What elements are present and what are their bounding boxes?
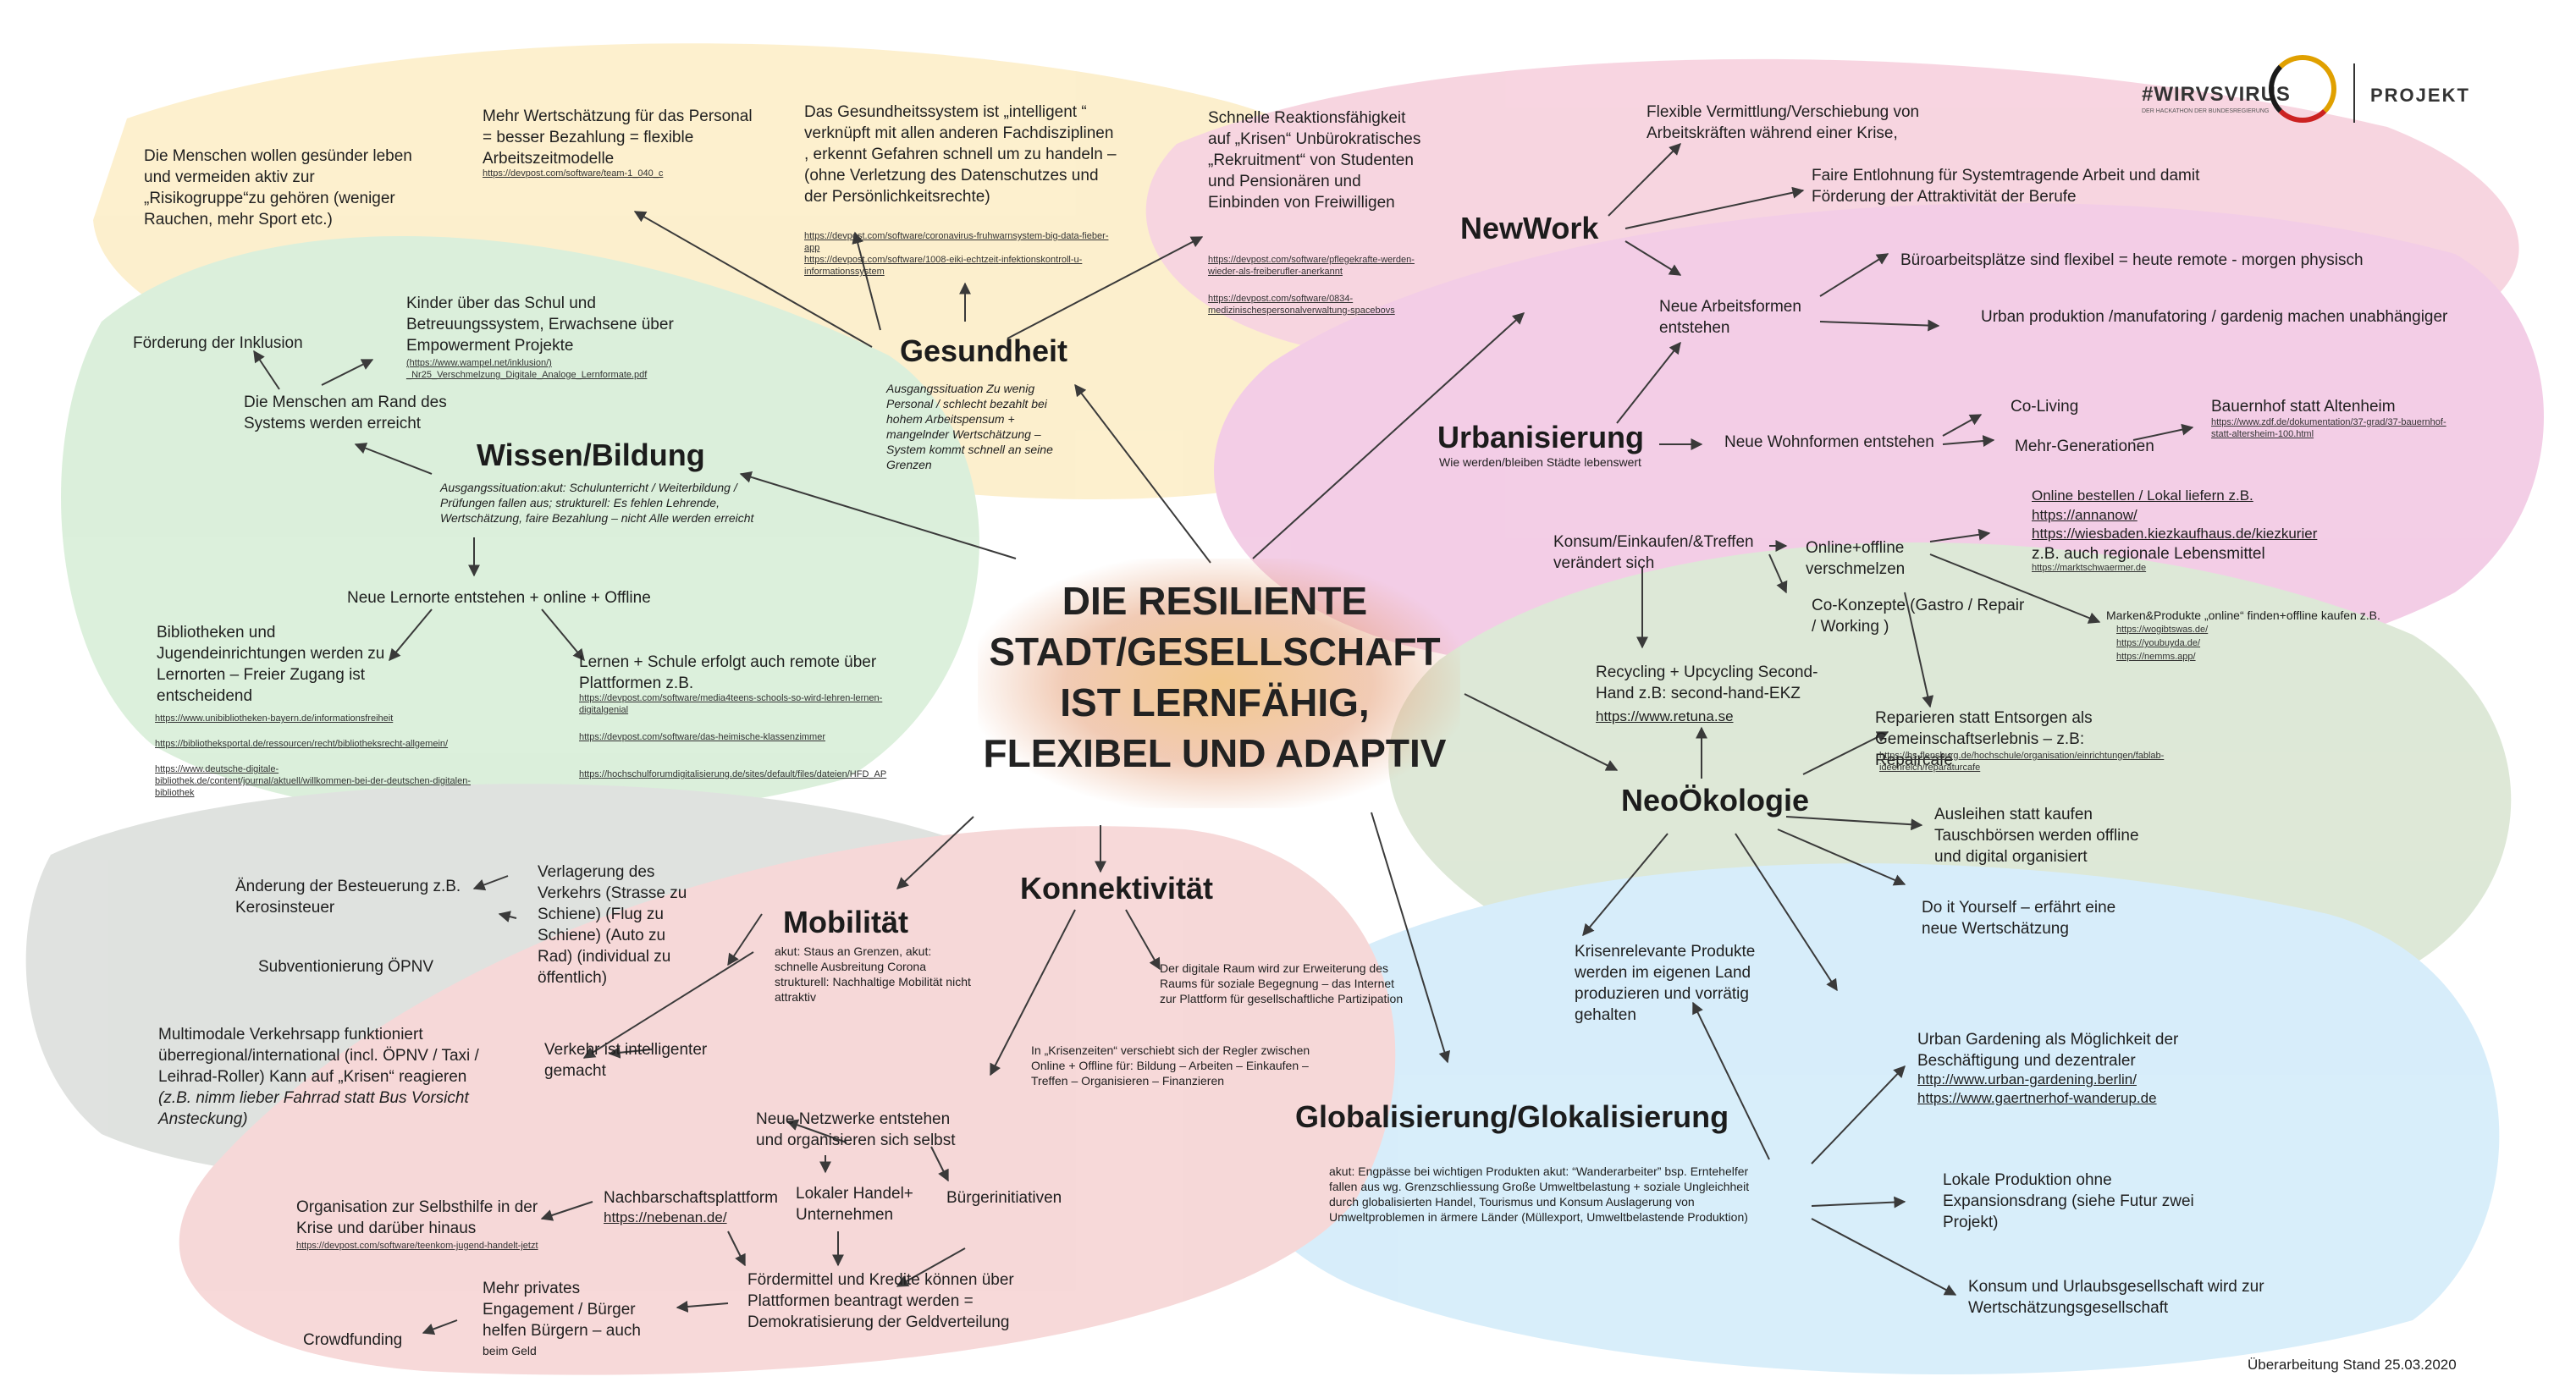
konnekt-digital: Der digitale Raum wird zur Erweiterung d… [1160,961,1414,1006]
hub-oeko: NeoÖkologie [1621,784,1809,818]
title-line-3: IST LERNFÄHIG, [952,677,1477,728]
urban-mehrgen: Mehr-Generationen [2015,436,2154,457]
logo-ring-icon [2269,55,2336,123]
konnekt-netzwerke: Neue Netzwerke entstehen und organisiere… [756,1109,976,1151]
bildung-remote-link-1[interactable]: https://devpost.com/software/media4teens… [579,692,901,716]
global-garden: Urban Gardening als Möglichkeit der Besc… [1917,1029,2188,1071]
oeko-diy: Do it Yourself – erfährt eine neue Werts… [1922,897,2150,939]
global-garden-link-2[interactable]: https://www.gaertnerhof-wanderup.de [1917,1089,2157,1108]
bildung-kinder: Kinder über das Schul und Betreuungssyst… [406,293,694,356]
title-line-4: FLEXIBEL UND ADAPTIV [952,728,1477,779]
newwork-buero: Büroarbeitsplätze sind flexibel = heute … [1900,250,2364,271]
konnekt-krisenzeiten: In „Krisenzeiten“ verschiebt sich der Re… [1031,1043,1319,1088]
gesundheit-reaktion: Schnelle Reaktionsfähigkeit auf „Krisen“… [1208,107,1428,213]
logo-project: PROJEKT [2370,85,2470,107]
hub-gesundheit: Gesundheit [900,334,1067,368]
mobil-steuer: Änderung der Besteuerung z.B. Kerosinste… [235,876,481,918]
oeko-recycling: Recycling + Upcycling Second-Hand z.B: s… [1596,662,1824,704]
title-line-1: DIE RESILIENTE [952,575,1477,626]
gesundheit-reaktion-link-2[interactable]: https://devpost.com/software/0834-medizi… [1208,293,1428,317]
global-garden-link-1[interactable]: http://www.urban-gardening.berlin/ [1917,1071,2137,1089]
bildung-biblio-link-2[interactable]: https://bibliotheksportal.de/ressourcen/… [155,738,448,750]
newwork-urbanprod: Urban produktion /manufatoring / gardeni… [1981,306,2447,328]
bildung-biblio-link-3[interactable]: https://www.deutsche-digitale-bibliothek… [155,763,477,799]
urban-coliving: Co-Living [2011,396,2078,417]
mobil-oepnv: Subventionierung ÖPNV [258,956,433,977]
hub-global: Globalisierung/Glokalisierung [1295,1100,1729,1134]
bildung-biblio-link-1[interactable]: https://www.unibibliotheken-bayern.de/in… [155,713,393,724]
urban-bauernhof-link[interactable]: https://www.zdf.de/dokumentation/37-grad… [2211,416,2448,440]
gesundheit-system-link-1[interactable]: https://devpost.com/software/coronavirus… [804,230,1117,254]
mobil-verlagerung: Verlagerung des Verkehrs (Strasse zu Sch… [538,862,698,988]
gesundheit-system: Das Gesundheitssystem ist „intelligent “… [804,102,1117,207]
bildung-remote: Lernen + Schule erfolgt auch remote über… [579,652,901,694]
hub-newwork: NewWork [1460,212,1598,245]
mobil-app: Multimodale Verkehrsapp funktioniert übe… [158,1024,514,1087]
bildung-lernorte: Neue Lernorte entstehen + online + Offli… [347,587,651,608]
konnekt-foerder: Fördermittel und Kredite können über Pla… [747,1269,1052,1333]
gesundheit-ausgang: Ausgangssituation Zu wenig Personal / sc… [886,381,1073,472]
hub-konnekt: Konnektivität [1020,872,1213,906]
mobil-app-italic: (z.B. nimm lieber Fahrrad statt Bus Vors… [158,1087,514,1130]
konnekt-nachbar: Nachbarschaftsplattform [604,1187,778,1209]
hub-mobil: Mobilität [783,906,908,939]
oeko-leihen: Ausleihen statt kaufen Tauschbörsen werd… [1934,804,2163,867]
bildung-inklusion: Förderung der Inklusion [133,333,303,354]
konnekt-nachbar-link[interactable]: https://nebenan.de/ [604,1209,727,1227]
gesundheit-wert-link[interactable]: https://devpost.com/software/team-1_040_… [483,168,663,179]
hub-bildung: Wissen/Bildung [477,438,705,472]
mobil-akut: akut: Staus an Grenzen, akut: schnelle A… [775,944,978,1005]
urban-marken-link-1[interactable]: https://wogibtswas.de/ [2116,624,2208,636]
newwork-fair: Faire Entlohnung für Systemtragende Arbe… [1812,165,2243,207]
konnekt-selbsthilfe-link[interactable]: https://devpost.com/software/teenkom-jug… [296,1240,550,1252]
logo-divider [2353,63,2355,123]
urban-bestellen: Online bestellen / Lokal liefern z.B. [2032,487,2253,505]
urban-bestellen-link-2[interactable]: https://wiesbaden.kiezkaufhaus.de/kiezku… [2032,525,2317,543]
hub-urban: Urbanisierung [1437,421,1644,454]
urban-coko: Co-Konzepte (Gastro / Repair / Working ) [1812,595,2032,637]
bildung-remote-link-3[interactable]: https://hochschulforumdigitalisierung.de… [579,768,901,780]
konnekt-handel: Lokaler Handel+ Unternehmen [796,1183,923,1225]
urban-marken: Marken&Produkte „online“ finden+offline … [2106,608,2380,623]
title-line-2: STADT/GESELLSCHAFT [952,626,1477,677]
global-krisen: Krisenrelevante Produkte werden im eigen… [1575,941,1778,1026]
urban-regional-link[interactable]: https://marktschwaermer.de [2032,562,2146,574]
konnekt-privat-small: beim Geld [483,1343,537,1358]
konnekt-selbsthilfe: Organisation zur Selbsthilfe in der Kris… [296,1197,550,1239]
urban-onoff: Online+offline verschmelzen [1806,537,1933,580]
gesundheit-reaktion-link-1[interactable]: https://devpost.com/software/pflegekraft… [1208,254,1428,278]
urban-marken-link-2[interactable]: https://youbuyda.de/ [2116,637,2200,649]
urban-sub: Wie werden/bleiben Städte lebenswert [1439,454,1641,470]
logo-subline: DER HACKATHON DER BUNDESREGIERUNG [2142,108,2269,114]
newwork-formen: Neue Arbeitsformen entstehen [1659,296,1837,339]
mobil-intelligent: Verkehr ist intelligenter gemacht [544,1039,731,1082]
oeko-repair-link[interactable]: https://hs-flensburg.de/hochschule/organ… [1879,750,2235,774]
gesundheit-healthy: Die Menschen wollen gesünder leben und v… [144,146,432,230]
urban-wohn: Neue Wohnformen entstehen [1724,432,1934,453]
wirvsvirus-logo: #WIRVSVIRUS DER HACKATHON DER BUNDESREGI… [2142,68,2514,135]
bildung-remote-link-2[interactable]: https://devpost.com/software/das-heimisc… [579,731,825,743]
bildung-ausgang: Ausgangssituation:akut: Schulunterricht … [440,480,770,526]
bildung-biblio: Bibliotheken und Jugendeinrichtungen wer… [157,622,411,707]
footer-date: Überarbeitung Stand 25.03.2020 [2248,1354,2457,1375]
bildung-rand: Die Menschen am Rand des Systems werden … [244,392,464,434]
konnekt-privat: Mehr privates Engagement / Bürger helfen… [483,1278,652,1341]
bildung-kinder-link[interactable]: (https://www.wampel.net/inklusion/) _Nr2… [406,357,694,381]
oeko-recycling-link[interactable]: https://www.retuna.se [1596,708,1734,726]
urban-bauernhof: Bauernhof statt Altenheim [2211,396,2396,417]
gesundheit-wert: Mehr Wertschätzung für das Personal = be… [483,106,762,169]
global-akut: akut: Engpässe bei wichtigen Produkten a… [1329,1164,1769,1225]
konnekt-crowd: Crowdfunding [303,1330,402,1351]
global-lokal: Lokale Produktion ohne Expansionsdrang (… [1943,1170,2214,1233]
newwork-flex: Flexible Vermittlung/Verschiebung von Ar… [1647,102,1934,144]
urban-konsum: Konsum/Einkaufen/&Treffen verändert sich [1553,531,1765,574]
urban-bestellen-link-1[interactable]: https://annanow/ [2032,506,2137,525]
central-title: DIE RESILIENTE STADT/GESELLSCHAFT IST LE… [952,575,1477,779]
gesundheit-system-link-2[interactable]: https://devpost.com/software/1008-eiki-e… [804,254,1117,278]
global-konsum: Konsum und Urlaubsgesellschaft wird zur … [1968,1276,2307,1319]
urban-marken-link-3[interactable]: https://nemms.app/ [2116,651,2196,663]
konnekt-buerger: Bürgerinitiativen [946,1187,1062,1209]
